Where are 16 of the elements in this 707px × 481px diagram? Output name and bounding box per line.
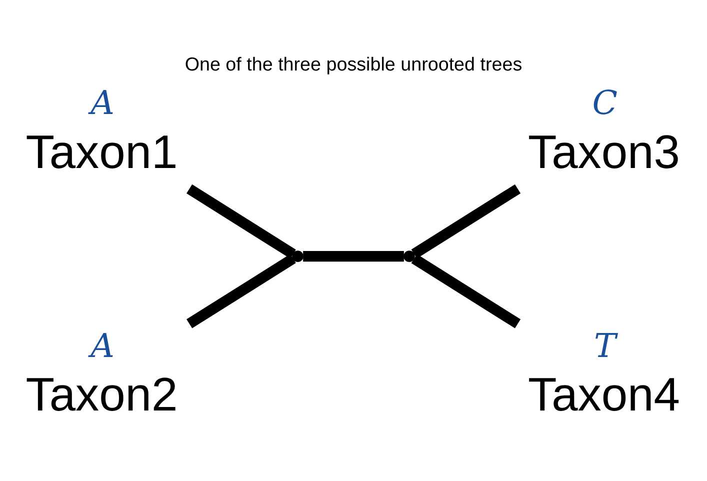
connector <box>186 254 296 328</box>
connector <box>411 254 521 328</box>
connector <box>411 184 521 258</box>
node-label: A <box>90 82 114 122</box>
node-label: A <box>90 325 114 364</box>
node-label: C <box>592 82 618 122</box>
node-text: Taxon4 <box>528 367 680 420</box>
node-text: Taxon1 <box>26 124 178 178</box>
connector <box>186 184 296 258</box>
node-text: Taxon3 <box>528 124 680 178</box>
node-point <box>404 250 415 262</box>
connector <box>303 250 404 262</box>
diagram-title: One of the three possible unrooted trees <box>184 53 522 74</box>
node-text: Taxon2 <box>26 367 178 420</box>
node-label: T <box>594 325 616 364</box>
node-point <box>292 250 304 262</box>
